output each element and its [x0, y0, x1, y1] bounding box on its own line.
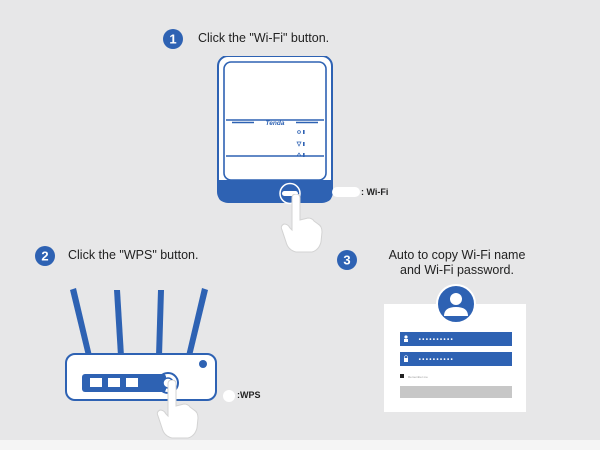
extender-brand-logo: Tenda: [266, 120, 285, 127]
lock-icon: [404, 355, 408, 362]
login-submit-bar: [400, 386, 512, 398]
step-3-instruction-line1: Auto to copy Wi-Fi name: [388, 248, 526, 262]
step-1-badge: 1: [163, 29, 183, 49]
step-2-instruction: Click the "WPS" button.: [68, 248, 199, 262]
remember-checkbox: [400, 374, 404, 378]
step-3-badge: 3: [337, 250, 357, 270]
wifi-button-legend: : Wi-Fi: [361, 187, 389, 197]
credentials-login-card: •••••••••• •••••••••• Remember me: [384, 284, 526, 412]
step-1-instruction: Click the "Wi-Fi" button.: [198, 31, 330, 45]
led-indicators: [296, 130, 305, 157]
step-3-instruction-line2: and Wi-Fi password.: [400, 263, 514, 277]
wifi-button-legend-icon: [332, 187, 360, 197]
remember-label: Remember me: [408, 375, 428, 379]
step-1-number: 1: [169, 32, 176, 47]
step-2-number: 2: [41, 249, 48, 264]
wps-button-legend-icon: [223, 390, 235, 402]
bottom-band: [0, 440, 600, 450]
step-2-badge: 2: [35, 246, 55, 266]
password-field-mask: ••••••••••: [418, 357, 453, 364]
password-field: [400, 352, 512, 366]
wps-button-legend: :WPS: [237, 390, 261, 400]
hand-pointer-icon: [156, 380, 199, 439]
username-field-mask: ••••••••••: [418, 337, 453, 344]
user-field-icon: [404, 335, 408, 342]
hand-pointer-icon: [280, 194, 323, 253]
wireless-router-device: [65, 288, 217, 401]
range-extender-device: Tenda: [217, 56, 333, 205]
step-3-number: 3: [343, 253, 350, 268]
username-field: [400, 332, 512, 346]
